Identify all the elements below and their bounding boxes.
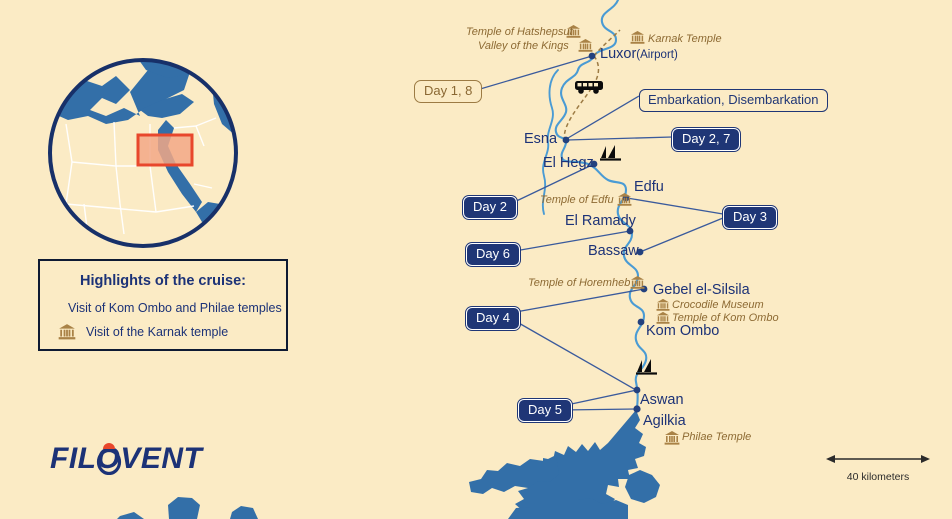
- double-arrow-icon: [826, 455, 930, 463]
- globe-ring: [48, 58, 238, 248]
- temple-icon: [630, 30, 645, 44]
- locator-globe: [48, 58, 238, 248]
- poi-label-horemheb: Temple of Horemheb: [528, 277, 631, 289]
- sailboat-icon: [636, 359, 657, 375]
- poi-label-temple-of-kom-ombo: Temple of Kom Ombo: [672, 312, 779, 324]
- city-label-kom-ombo: Kom Ombo: [646, 323, 720, 339]
- poi-label-valley-of-kings: Valley of the Kings: [478, 40, 569, 52]
- lake-nasser-west-lobe: [469, 455, 559, 494]
- temple-icon: [566, 24, 581, 38]
- lake-blob-bottom-left-b: [230, 506, 258, 519]
- city-dot-luxor: [588, 52, 596, 60]
- day-label-day-4[interactable]: Day 4: [466, 307, 520, 330]
- temple-icon: [578, 38, 593, 52]
- sailboat-icon: [600, 145, 621, 161]
- legend-item-kom-ombo-philae: Visit of Kom Ombo and Philae temples: [58, 299, 282, 317]
- logo-dot-icon: [103, 443, 115, 449]
- callout-embarkation[interactable]: Embarkation, Disembarkation: [639, 89, 828, 112]
- legend-item-karnak: Visit of the Karnak temple: [58, 323, 272, 341]
- city-label-edfu: Edfu: [634, 179, 664, 195]
- city-dots: [562, 52, 648, 413]
- filovent-logo[interactable]: FILOVENT: [50, 442, 203, 475]
- city-dot-aswan: [633, 386, 641, 394]
- city-name-luxor: Luxor: [600, 46, 637, 62]
- temple-icon: [58, 324, 76, 340]
- city-suffix-luxor: (Airport): [636, 49, 678, 61]
- road-luxor-esna: [563, 55, 600, 141]
- road-luxor-north: [593, 29, 621, 57]
- legend-item-label: Visit of Kom Ombo and Philae temples: [68, 301, 282, 315]
- eastern-med: [140, 94, 194, 118]
- temple-icon: [617, 192, 632, 206]
- city-label-gebel-el-silsila: Gebel el-Silsila: [653, 282, 750, 298]
- legend-title: Highlights of the cruise:: [80, 273, 246, 289]
- logo-text: FILOVENT: [50, 442, 203, 475]
- city-dot-agilkia: [633, 405, 641, 413]
- bus-icon: [575, 81, 603, 94]
- day-label-day-3[interactable]: Day 3: [723, 206, 777, 229]
- poi-label-philae: Philae Temple: [682, 431, 752, 443]
- city-label-luxor: Luxor(Airport): [600, 46, 678, 62]
- scale-label: 40 kilometers: [846, 471, 910, 483]
- day-label-day-6[interactable]: Day 6: [466, 243, 520, 266]
- day-label-day-5[interactable]: Day 5: [518, 399, 572, 422]
- city-dot-elhegz: [590, 160, 598, 168]
- poi-label-hatshepsut: Temple of Hatshepsut: [466, 26, 573, 38]
- temple-icon: [630, 275, 645, 289]
- city-label-aswan: Aswan: [640, 392, 684, 408]
- city-label-esna: Esna: [524, 131, 558, 147]
- logo-o-ring-icon: [96, 449, 122, 475]
- day-label-day-2[interactable]: Day 2: [463, 196, 517, 219]
- day-label-day-1-8[interactable]: Day 1, 8: [414, 80, 483, 103]
- city-label-agilkia: Agilkia: [643, 413, 686, 429]
- day-label-day-2-7[interactable]: Day 2, 7: [672, 128, 741, 151]
- city-label-bassaw: Bassaw: [588, 243, 639, 259]
- legend-item-label: Visit of the Karnak temple: [86, 325, 229, 339]
- poi-label-karnak: Karnak Temple: [648, 33, 722, 45]
- lake-nasser-south-east: [625, 470, 660, 503]
- lake-blob-bottom-left-c: [117, 512, 144, 519]
- day-leader-lines: [469, 55, 724, 411]
- lake-nasser-south: [508, 498, 628, 519]
- poi-label-crocodile-museum: Crocodile Museum: [672, 299, 764, 311]
- city-dot-ramady: [626, 227, 634, 235]
- highlight-rectangle: [136, 133, 194, 167]
- scale-bar: 40 kilometers: [826, 452, 930, 483]
- lake-blob-bottom-left-a: [168, 497, 200, 519]
- poi-label-temple-of-edfu: Temple of Edfu: [540, 194, 614, 206]
- legend-box: Highlights of the cruise: Visit of Kom O…: [38, 259, 288, 351]
- temple-icon: [656, 311, 670, 324]
- lake-nasser: [515, 410, 646, 519]
- city-dot-esna: [562, 136, 570, 144]
- city-label-el-ramady: El Ramady: [565, 213, 636, 229]
- temple-icon: [656, 298, 670, 311]
- city-dot-komombo: [637, 318, 645, 326]
- city-dot-bassaw: [636, 248, 644, 256]
- city-label-el-hegz: El Hegz: [543, 155, 594, 171]
- temple-icon: [664, 431, 680, 445]
